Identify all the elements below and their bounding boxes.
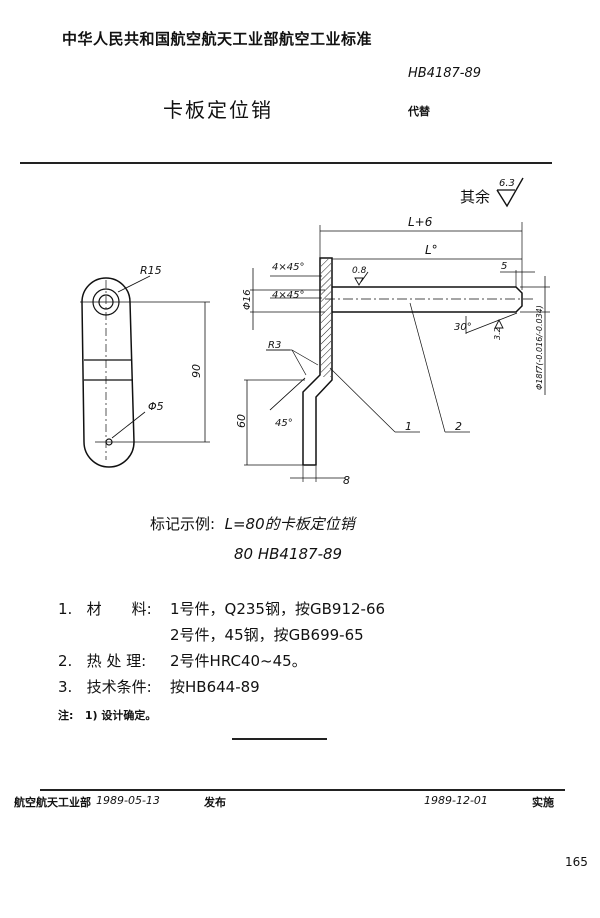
end-roughness-label: 3.2 (493, 327, 502, 340)
chamfer-1-label: 4×45° (272, 262, 304, 273)
technical-drawing: R15 90 Φ5 L+6 L° 4×45° 4×45° Φ16 0.8 5 3… (80, 215, 550, 487)
issue-label: 发布 (204, 796, 226, 809)
side-view (244, 222, 550, 482)
req-label: 材 料: (86, 600, 152, 618)
issuer: 航空航天工业部 (14, 796, 91, 809)
bend-angle-label: 45° (275, 418, 293, 429)
hole-label: Φ5 (148, 400, 164, 413)
req-num: 1. (58, 600, 73, 618)
end-length-label: 5 (501, 261, 507, 272)
req-num: 2. (58, 652, 73, 670)
part-1-label: 1 (405, 420, 412, 433)
roughness-symbol-icon: 6.3 (496, 177, 524, 208)
standard-code: HB4187-89 (408, 66, 482, 81)
req-num: 3. (58, 678, 73, 696)
req-value: 按HB644-89 (170, 678, 260, 696)
replaces-label: 代替 (408, 105, 430, 118)
req-label: 热 处 理: (86, 652, 147, 670)
plate-thickness-label: 8 (343, 474, 350, 487)
pin-roughness-label: 0.8 (352, 266, 367, 276)
header-divider (20, 162, 552, 164)
effective-label: 实施 (532, 796, 554, 809)
radius-label: R15 (140, 264, 162, 277)
req-label: 技术条件: (86, 678, 152, 696)
roughness-note: 其余 6.3 (460, 176, 525, 210)
req-value: 1号件，Q235钢，按GB912-66 (170, 600, 386, 618)
plate-height-label: 60 (235, 414, 248, 428)
marking-example: 标记示例: L=80的卡板定位销 (150, 513, 355, 534)
pin-length-label: L° (425, 243, 438, 257)
head-dia-label: Φ16 (242, 289, 253, 310)
part-2-label: 2 (455, 420, 462, 433)
height-label: 90 (190, 364, 203, 378)
front-view (80, 275, 210, 468)
note-text: 1) 设计确定。 (84, 709, 157, 722)
requirement-3: 3. 技术条件: (58, 676, 152, 697)
angle-30-label: 30° (454, 322, 472, 333)
marking-code: 80 HB4187-89 (234, 545, 343, 563)
page-title: 卡板定位销 (163, 98, 273, 122)
roughness-label: 其余 (460, 188, 491, 206)
requirement-1: 1. 材 料: (58, 598, 152, 619)
end-divider (232, 738, 327, 740)
page-number: 165 (565, 855, 588, 869)
note-label: 注: (58, 709, 74, 722)
effective-date: 1989-12-01 (424, 794, 488, 807)
requirement-2: 2. 热 处 理: (58, 650, 146, 671)
chamfer-2-label: 4×45° (272, 290, 304, 301)
issue-date: 1989-05-13 (96, 794, 160, 807)
req-value: 2号件，45钢，按GB699-65 (170, 626, 364, 644)
req-value: 2号件HRC40~45。 (170, 652, 307, 670)
overall-length-label: L+6 (408, 215, 433, 229)
marking-label: 标记示例: (150, 515, 216, 533)
roughness-value: 6.3 (499, 178, 515, 189)
footnote: 注: 1) 设计确定。 (58, 707, 156, 723)
organization: 中华人民共和国航空航天工业部航空工业标准 (62, 30, 373, 48)
marking-example-text: L=80的卡板定位销 (224, 515, 355, 533)
bend-radius-label: R3 (268, 340, 281, 351)
footer-divider (40, 789, 565, 791)
pin-dia-label: Φ18f7(-0.016/-0.034) (535, 305, 544, 390)
